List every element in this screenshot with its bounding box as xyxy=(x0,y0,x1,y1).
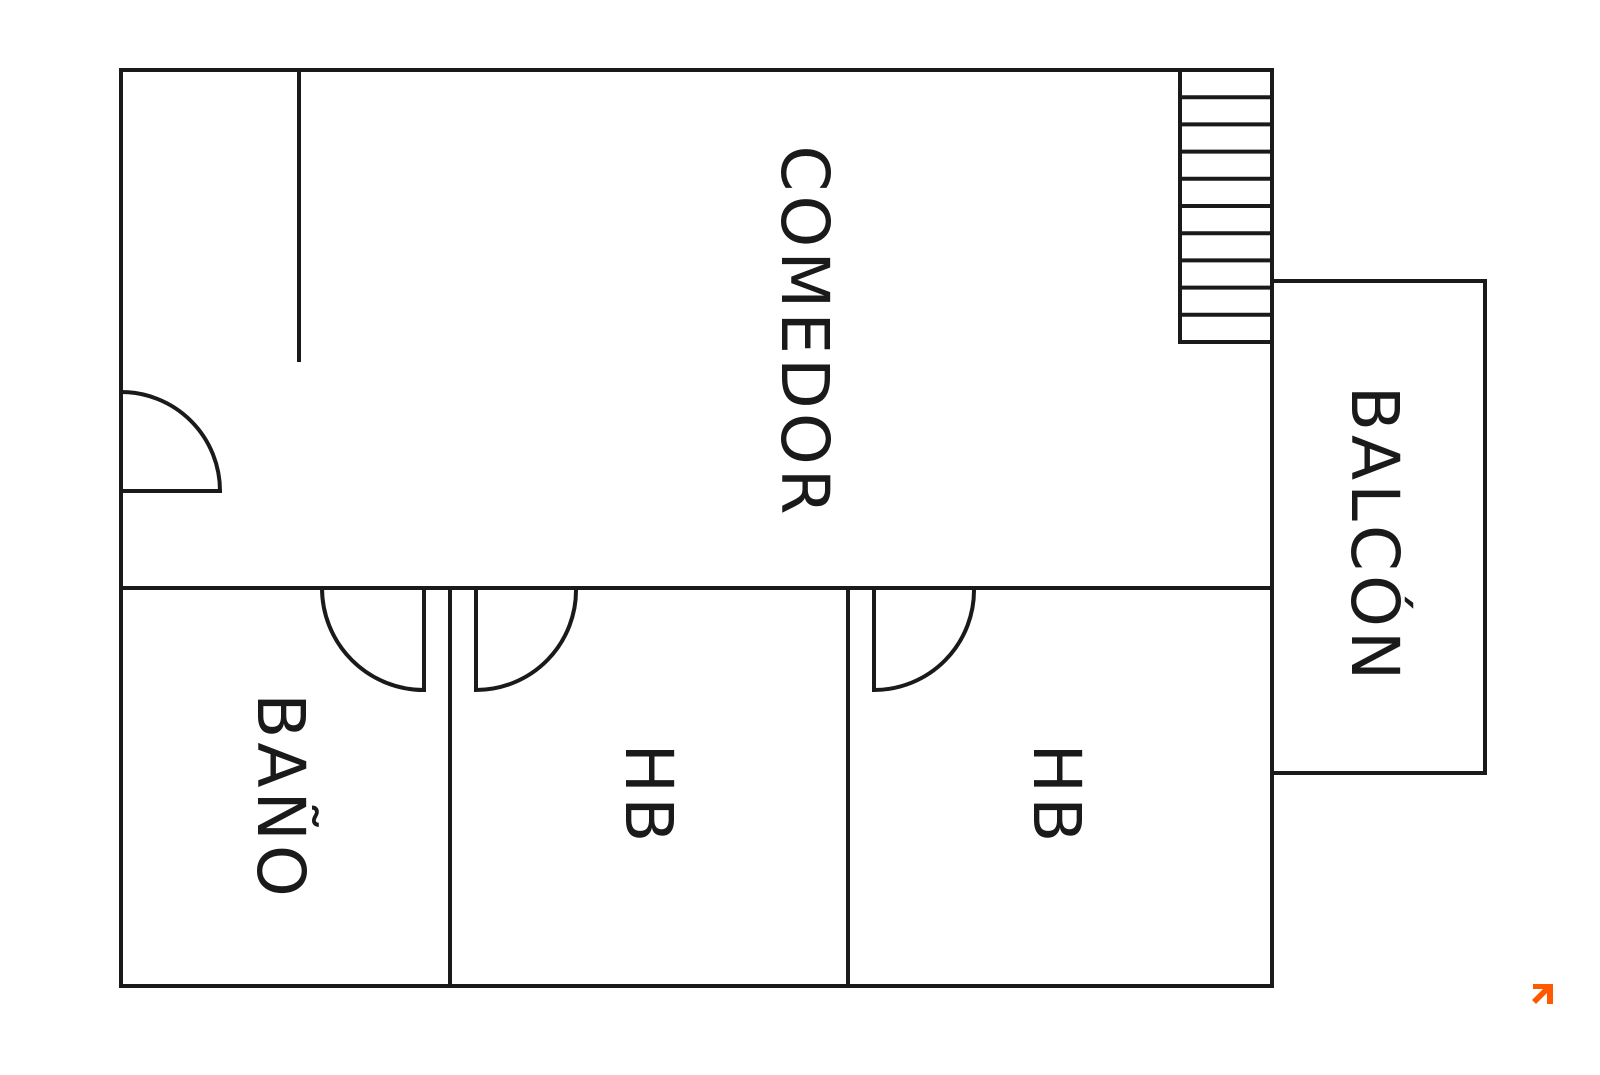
balcony-walls xyxy=(1270,279,1487,775)
arrow-up-right-icon[interactable] xyxy=(1532,984,1553,1004)
room-label-comedor: COMEDOR xyxy=(766,145,843,518)
room-label-bano: BAÑO xyxy=(242,693,319,901)
entrance-door xyxy=(120,390,223,493)
bedroom-2-door xyxy=(872,587,977,693)
room-label-bedroom-2: HB xyxy=(1018,744,1095,847)
staircase xyxy=(1178,68,1274,344)
room-label-bedroom-1: HB xyxy=(610,744,687,847)
bedroom-1-door xyxy=(474,587,579,693)
bathroom-door xyxy=(320,587,426,693)
room-label-balcon: BALCÓN xyxy=(1336,386,1413,685)
